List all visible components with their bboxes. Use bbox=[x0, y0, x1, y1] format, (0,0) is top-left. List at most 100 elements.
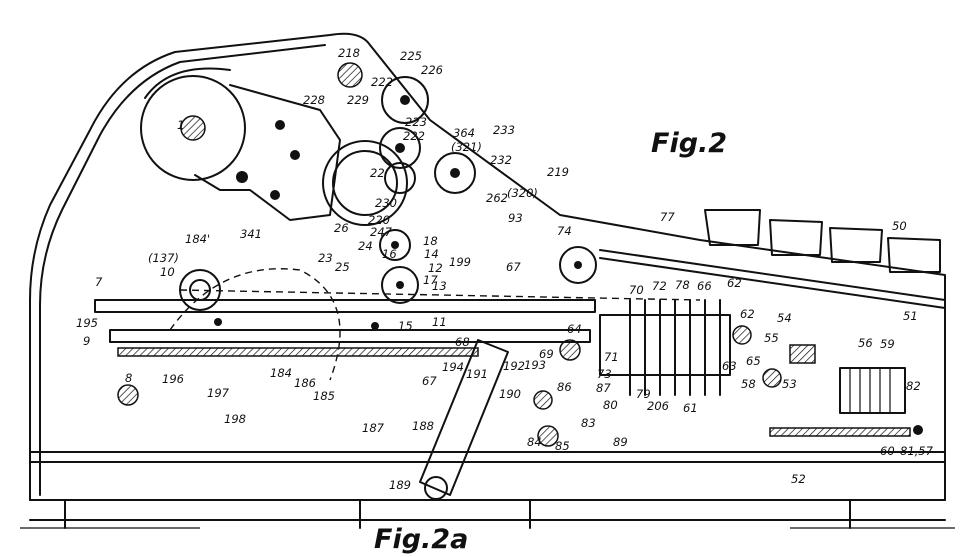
ref-label: 72 bbox=[652, 279, 667, 293]
ref-label: 197 bbox=[207, 386, 230, 400]
ref-label: 341 bbox=[240, 227, 262, 241]
ref-label: 222 bbox=[371, 75, 393, 89]
ref-label: 63 bbox=[722, 359, 737, 373]
ref-label: 262 bbox=[486, 191, 508, 205]
ref-label: 188 bbox=[412, 419, 434, 433]
ref-label: 82 bbox=[906, 379, 921, 393]
ref-label: 93 bbox=[508, 211, 523, 225]
ref-label: 13 bbox=[432, 279, 447, 293]
ref-label: 191 bbox=[466, 367, 488, 381]
ref-label: (320) bbox=[507, 186, 538, 200]
ref-label: 65 bbox=[746, 354, 761, 368]
ref-label: 185 bbox=[313, 389, 335, 403]
ref-label: 83 bbox=[581, 416, 596, 430]
ref-label: (321) bbox=[451, 140, 482, 154]
ref-label: 186 bbox=[294, 376, 316, 390]
keyboard bbox=[599, 209, 946, 309]
ref-label: 223 bbox=[405, 115, 427, 129]
ref-label: 220 bbox=[368, 213, 390, 227]
ref-label: 247 bbox=[370, 225, 393, 239]
ref-label: 233 bbox=[493, 123, 515, 137]
ref-label: 8 bbox=[125, 371, 132, 385]
ref-label: 10 bbox=[160, 265, 175, 279]
ref-label: 67 bbox=[422, 374, 437, 388]
printing-gears bbox=[194, 62, 597, 304]
ref-label: 218 bbox=[338, 46, 360, 60]
ref-label: 25 bbox=[335, 260, 350, 274]
ref-label: 60 bbox=[880, 444, 895, 458]
ref-label: 62 bbox=[727, 276, 742, 290]
ref-label: 73 bbox=[597, 367, 612, 381]
ref-label: 61 bbox=[683, 401, 698, 415]
ref-label: 225 bbox=[400, 49, 422, 63]
ref-label: 190 bbox=[499, 387, 521, 401]
ref-label: 184 bbox=[270, 366, 292, 380]
ref-label: 196 bbox=[162, 372, 184, 386]
ref-label: 18 bbox=[423, 234, 438, 248]
ref-label: 55 bbox=[764, 331, 779, 345]
ref-label: 195 bbox=[76, 316, 98, 330]
ref-label: 67 bbox=[506, 260, 521, 274]
ref-label: 11 bbox=[432, 315, 447, 329]
ref-label: 56 bbox=[858, 336, 873, 350]
ref-label: 66 bbox=[697, 279, 712, 293]
ref-label: 198 bbox=[224, 412, 246, 426]
ref-label: 89 bbox=[613, 435, 628, 449]
ref-label: 78 bbox=[675, 278, 690, 292]
ref-label: 194 bbox=[442, 360, 464, 374]
ref-label: 7 bbox=[95, 275, 103, 289]
ref-label: 58 bbox=[741, 377, 756, 391]
ref-label: 81,57 bbox=[900, 444, 934, 458]
ref-label: 79 bbox=[636, 387, 651, 401]
ref-label: 54 bbox=[777, 311, 792, 325]
ref-label: 199 bbox=[449, 255, 471, 269]
ref-label: 184' bbox=[185, 232, 210, 246]
ref-label: 226 bbox=[421, 63, 443, 77]
ref-label: 71 bbox=[604, 350, 619, 364]
ref-label: 222 bbox=[403, 129, 425, 143]
ref-label: 59 bbox=[880, 337, 895, 351]
ref-label: 69 bbox=[539, 347, 554, 361]
ref-label: 23 bbox=[318, 251, 333, 265]
ref-label: 80 bbox=[603, 398, 618, 412]
ref-label: 86 bbox=[557, 380, 572, 394]
ref-label: 70 bbox=[629, 283, 644, 297]
reference-labels: 218 225 226 222 228 229 223 222 364 (321… bbox=[76, 46, 934, 492]
ref-label: 87 bbox=[596, 381, 611, 395]
counter-assembly bbox=[533, 299, 923, 447]
ref-label: 24 bbox=[358, 239, 373, 253]
ref-label: 26 bbox=[334, 221, 349, 235]
machine-housing bbox=[20, 32, 955, 529]
ref-label: 84 bbox=[527, 435, 542, 449]
ref-label: 16 bbox=[382, 247, 397, 261]
ref-label: 52 bbox=[791, 472, 806, 486]
ref-label: 64 bbox=[567, 322, 582, 336]
figure-subtitle: Fig.2a bbox=[374, 524, 468, 555]
ref-label: 187 bbox=[362, 421, 385, 435]
ref-label: 229 bbox=[347, 93, 369, 107]
ref-label: 77 bbox=[660, 210, 675, 224]
ref-label: 9 bbox=[83, 334, 90, 348]
paper-roll bbox=[140, 67, 246, 181]
ref-label: (137) bbox=[148, 251, 179, 265]
ref-label: 14 bbox=[424, 247, 439, 261]
ref-label: 219 bbox=[547, 165, 569, 179]
ref-label: 17 bbox=[423, 273, 438, 287]
ref-label: 193 bbox=[524, 358, 546, 372]
ref-label: 1 bbox=[177, 118, 184, 132]
ref-label: 230 bbox=[375, 196, 397, 210]
ref-label: 192 bbox=[503, 359, 525, 373]
slide-bars bbox=[94, 268, 701, 406]
ref-label: 74 bbox=[557, 224, 572, 238]
ref-label: 12 bbox=[428, 261, 443, 275]
ref-label: 51 bbox=[903, 309, 918, 323]
ref-label: 85 bbox=[555, 439, 570, 453]
ref-label: 15 bbox=[398, 319, 413, 333]
operating-lever bbox=[419, 339, 509, 500]
ref-label: 228 bbox=[303, 93, 325, 107]
figure-title: Fig.2 bbox=[651, 128, 727, 159]
ref-label: 206 bbox=[647, 399, 669, 413]
ref-label: 53 bbox=[782, 377, 797, 391]
ref-label: 50 bbox=[892, 219, 907, 233]
